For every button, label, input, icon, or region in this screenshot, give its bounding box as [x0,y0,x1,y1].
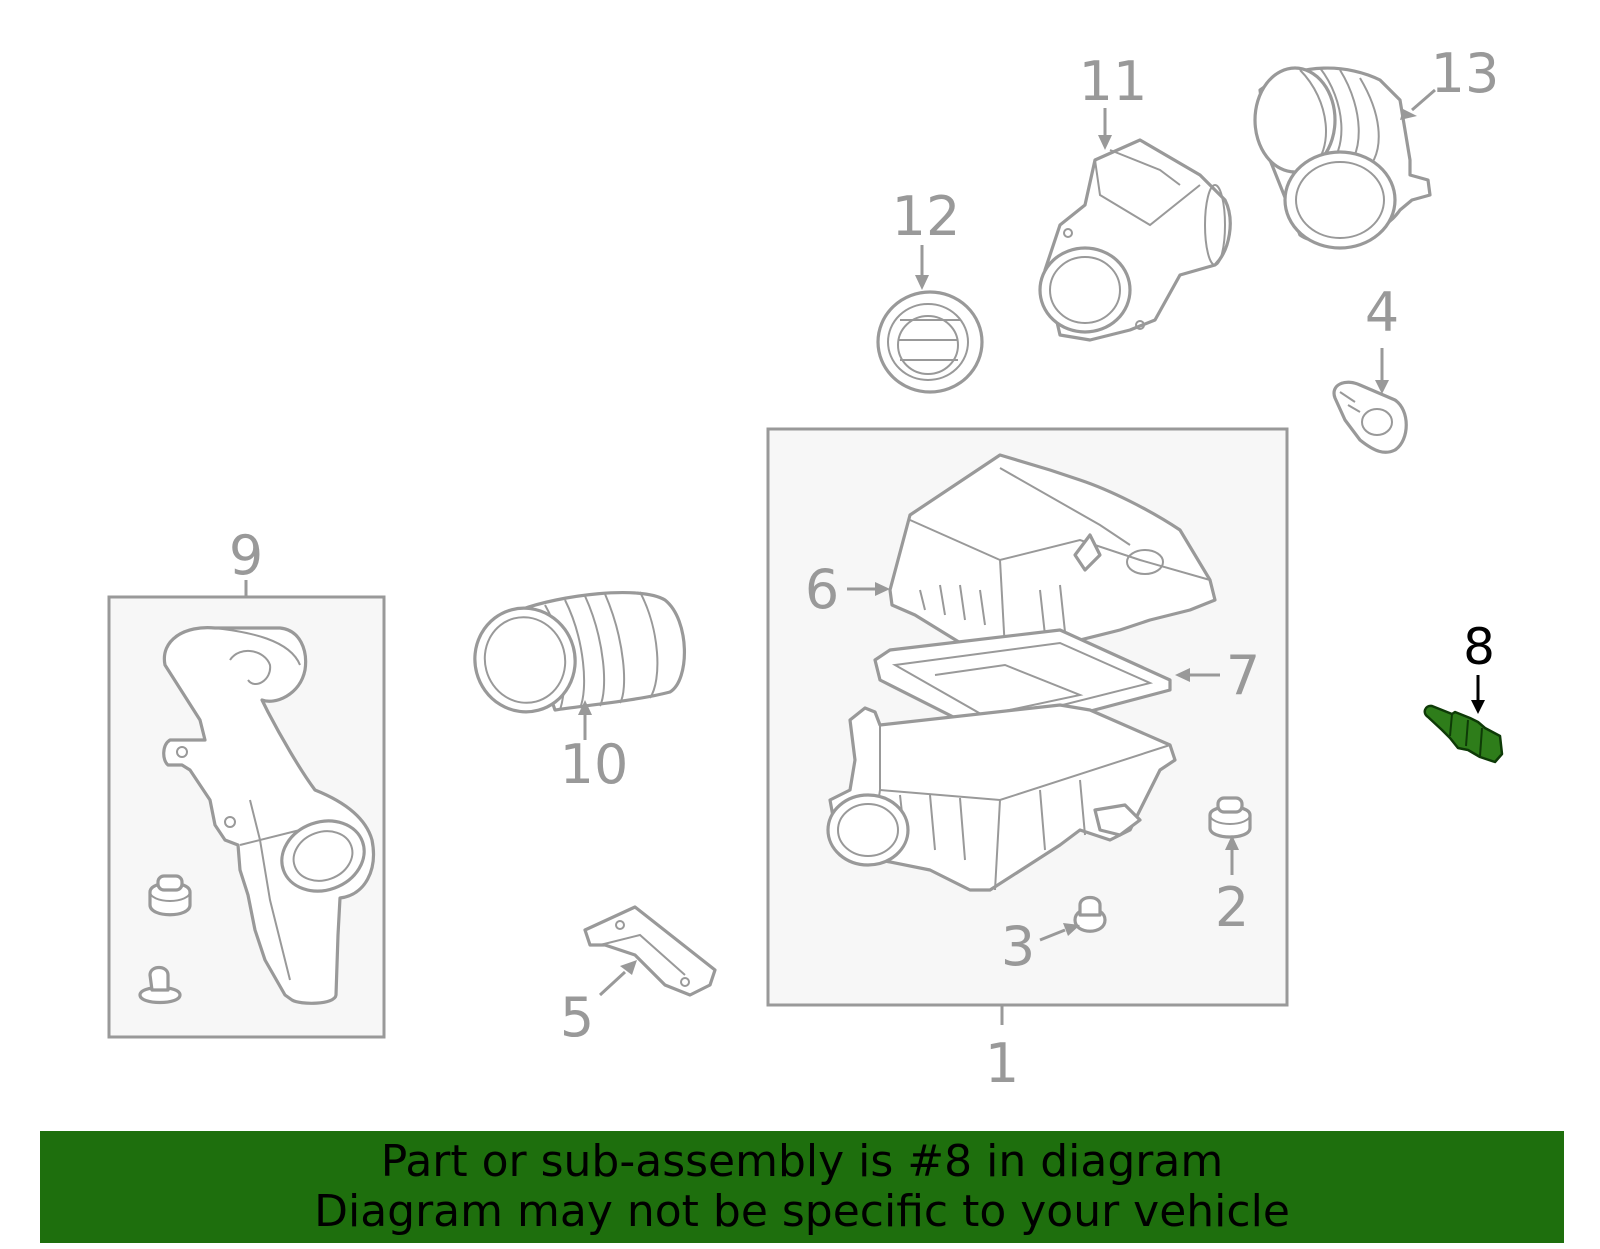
callout-10: 10 [560,733,629,796]
callout-9: 9 [229,524,263,587]
part-info-banner: Part or sub-assembly is #8 in diagram Di… [40,1131,1564,1243]
callout-11: 11 [1079,50,1148,113]
callout-4: 4 [1365,281,1399,344]
part-group-1 [766,427,1289,1025]
callout-6: 6 [805,558,839,621]
part-12-ring [876,290,984,394]
callout-labels: 1 2 3 4 5 6 7 8 9 10 11 12 13 [229,42,1500,1095]
part-8-sensor [1423,704,1504,764]
banner-line-disclaimer: Diagram may not be specific to your vehi… [314,1186,1290,1237]
callout-2: 2 [1215,876,1249,939]
callout-1: 1 [985,1032,1019,1095]
callout-3: 3 [1001,915,1035,978]
part-5-bracket [583,905,717,997]
callout-12: 12 [892,185,961,248]
callout-7: 7 [1226,644,1260,707]
callout-8: 8 [1463,618,1495,676]
part-11-meter [1038,138,1232,342]
part-group-9 [107,580,386,1039]
part-4-clamp [1332,380,1408,454]
callout-5: 5 [560,986,594,1049]
part-13-hose [1253,66,1432,250]
callout-13: 13 [1431,42,1500,105]
leader-lines [578,88,1485,997]
banner-line-part: Part or sub-assembly is #8 in diagram [380,1136,1224,1187]
part-10-hose [473,591,687,714]
